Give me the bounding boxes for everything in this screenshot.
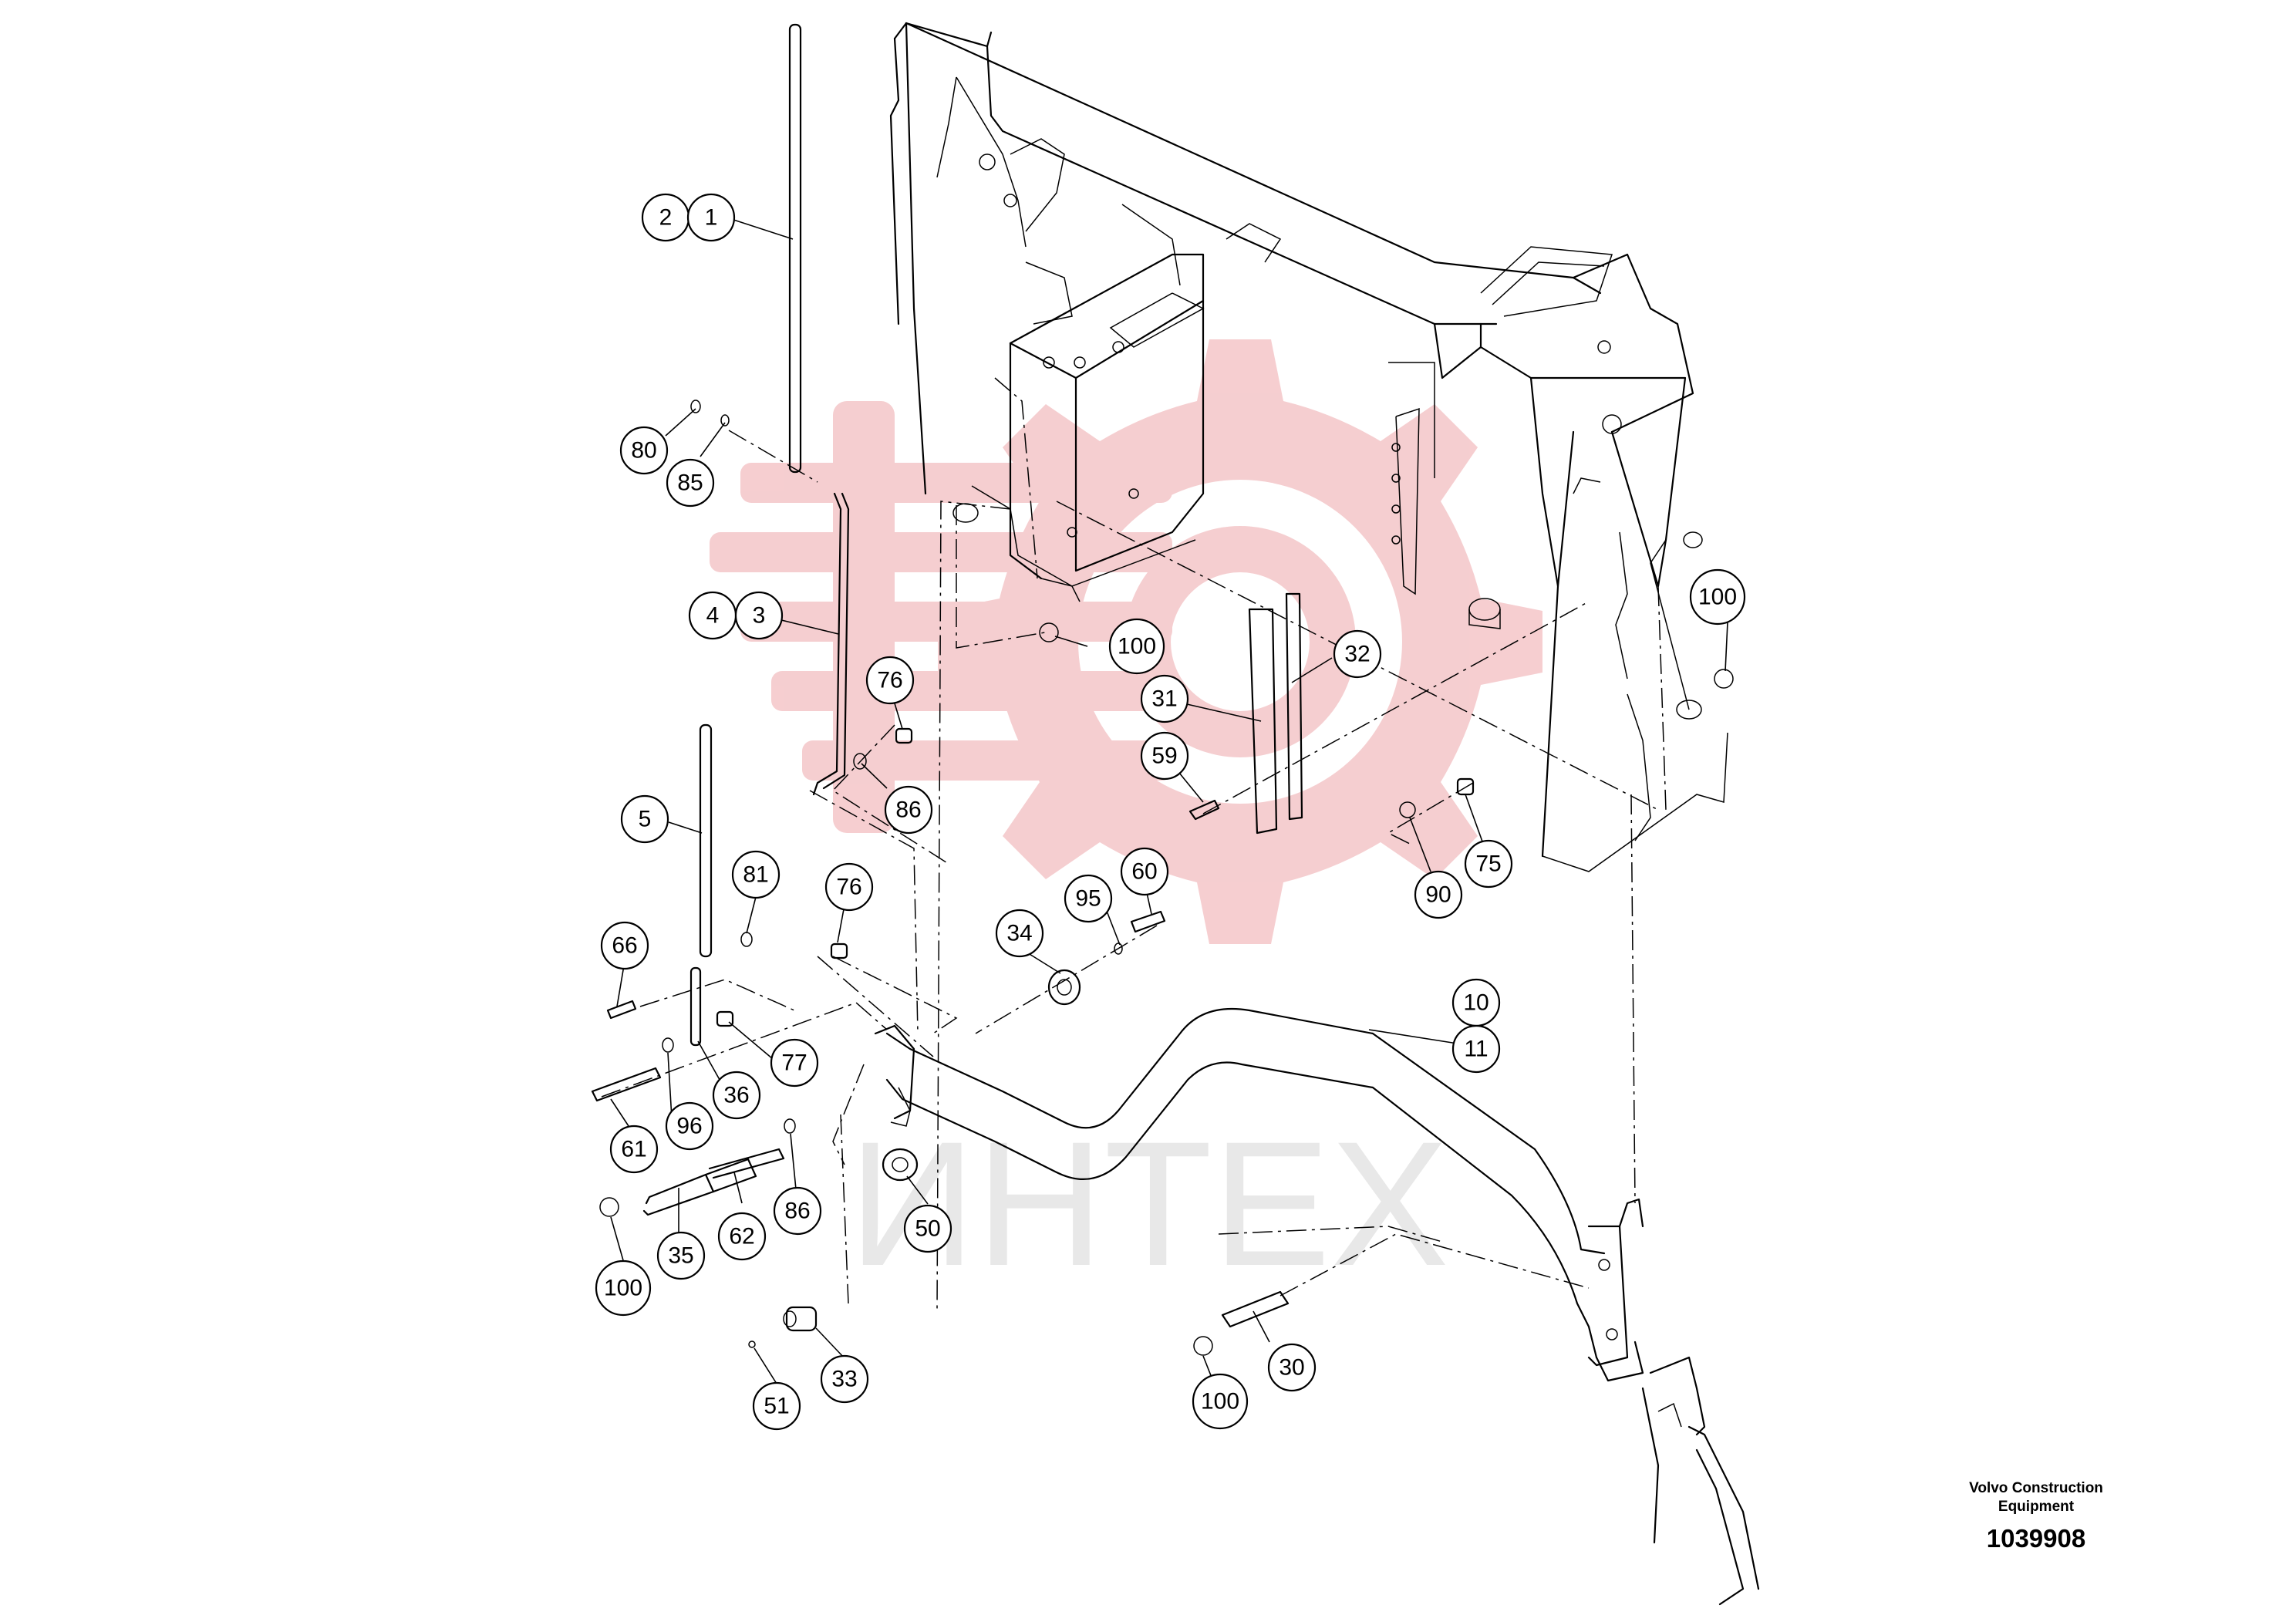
svg-text:31: 31 [1151, 686, 1177, 712]
svg-text:50: 50 [915, 1216, 940, 1242]
callout-30: 30 [1267, 1343, 1317, 1392]
callout-85: 85 [666, 458, 715, 508]
svg-text:36: 36 [723, 1083, 749, 1108]
callout-66: 66 [600, 921, 649, 970]
fasteners [592, 400, 1733, 1355]
callout-80: 80 [619, 426, 669, 475]
svg-text:60: 60 [1131, 859, 1157, 885]
bars-31-32 [1249, 594, 1302, 833]
svg-text:5: 5 [639, 807, 652, 832]
svg-text:77: 77 [781, 1050, 807, 1076]
svg-text:76: 76 [877, 668, 902, 693]
svg-text:81: 81 [743, 862, 768, 888]
svg-text:95: 95 [1075, 886, 1101, 912]
callout-62: 62 [717, 1212, 767, 1261]
callout-96: 96 [665, 1101, 714, 1151]
callout-100-lower-left: 100 [595, 1259, 652, 1317]
callout-90: 90 [1414, 870, 1463, 919]
svg-text:34: 34 [1006, 921, 1032, 946]
callout-95: 95 [1064, 874, 1113, 923]
svg-text:61: 61 [621, 1137, 646, 1162]
callout-35: 35 [656, 1231, 706, 1280]
callout-4: 4 [688, 591, 737, 640]
link-36 [691, 968, 700, 1045]
svg-text:62: 62 [729, 1224, 754, 1249]
svg-text:33: 33 [831, 1367, 857, 1392]
callout-61: 61 [609, 1125, 659, 1174]
watermark-text: ИНТЕХ [848, 1104, 1449, 1303]
svg-text:75: 75 [1475, 851, 1501, 877]
svg-text:76: 76 [836, 875, 861, 900]
callout-60: 60 [1120, 847, 1169, 896]
callout-50: 50 [903, 1204, 952, 1253]
callout-33: 33 [820, 1354, 869, 1404]
svg-text:3: 3 [753, 603, 766, 629]
callout-36: 36 [712, 1071, 761, 1120]
svg-text:96: 96 [676, 1114, 702, 1139]
callout-2: 2 [641, 193, 690, 242]
callout-51: 51 [752, 1381, 801, 1431]
callouts: 2 1 80 85 4 3 76 86 100 100 32 31 59 75 … [595, 193, 1746, 1431]
svg-text:51: 51 [764, 1394, 789, 1419]
manufacturer-label: Volvo Construction Equipment [1969, 1480, 2103, 1515]
svg-text:35: 35 [668, 1243, 693, 1269]
callout-34: 34 [995, 909, 1044, 958]
callout-31: 31 [1140, 674, 1189, 723]
callout-75: 75 [1464, 839, 1513, 889]
callout-100-mid: 100 [1108, 618, 1165, 675]
svg-text:1: 1 [705, 205, 718, 231]
cab-frame [891, 23, 1728, 872]
callout-76-upper: 76 [865, 656, 915, 705]
callout-3: 3 [734, 591, 784, 640]
lower-bracket [1643, 1357, 1758, 1604]
watermark-gear-logo: ИНТЕХ [710, 339, 1542, 1303]
svg-text:100: 100 [1201, 1389, 1239, 1415]
svg-text:10: 10 [1463, 990, 1489, 1016]
centerlines [602, 378, 1666, 1311]
lever-10-11 [875, 1009, 1643, 1381]
callout-86-lower: 86 [773, 1186, 822, 1236]
svg-text:4: 4 [706, 603, 720, 629]
svg-text:30: 30 [1279, 1355, 1304, 1381]
svg-text:32: 32 [1344, 642, 1370, 667]
svg-text:85: 85 [677, 470, 703, 496]
callout-59: 59 [1140, 731, 1189, 781]
callout-76-lower: 76 [824, 862, 874, 912]
svg-text:66: 66 [612, 933, 637, 959]
callout-5: 5 [620, 794, 669, 844]
document-number: 1039908 [1986, 1524, 2086, 1553]
callout-10: 10 [1451, 978, 1501, 1027]
svg-text:11: 11 [1464, 1037, 1488, 1062]
svg-text:86: 86 [895, 798, 921, 823]
svg-text:100: 100 [1698, 585, 1737, 610]
svg-text:2: 2 [659, 205, 673, 231]
rod-1-2 [790, 25, 801, 472]
callout-77: 77 [770, 1038, 819, 1088]
callout-1: 1 [686, 193, 736, 242]
callout-100-right: 100 [1689, 568, 1746, 626]
callout-81: 81 [731, 850, 781, 899]
callout-32: 32 [1333, 629, 1382, 679]
svg-text:86: 86 [784, 1199, 810, 1224]
callout-100-lower-mid: 100 [1192, 1373, 1249, 1430]
rod-5 [700, 725, 711, 956]
callout-86-upper: 86 [884, 785, 933, 835]
svg-text:100: 100 [604, 1276, 642, 1301]
svg-text:90: 90 [1425, 882, 1451, 908]
rod-3-4 [814, 494, 848, 794]
svg-text:100: 100 [1118, 634, 1156, 659]
callout-11: 11 [1451, 1024, 1501, 1074]
svg-text:59: 59 [1151, 744, 1177, 769]
svg-text:80: 80 [631, 438, 656, 464]
